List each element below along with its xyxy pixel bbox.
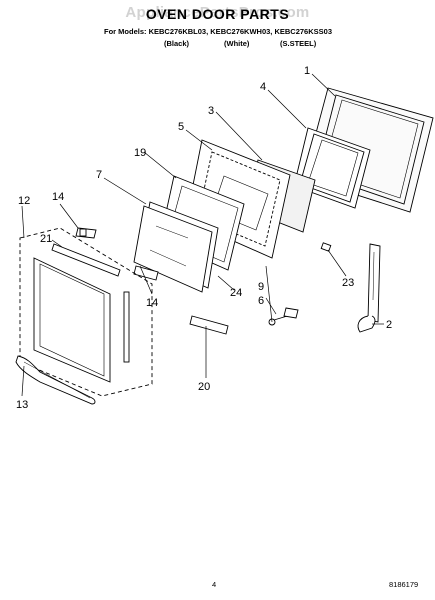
callout-1: 1 (304, 65, 310, 77)
models-line: For Models: KEBC276KBL03, KEBC276KWH03, … (104, 27, 332, 36)
screw-fastener (268, 307, 299, 326)
callout-12: 12 (18, 195, 30, 207)
page-title: OVEN DOOR PARTS (145, 6, 290, 22)
callout-14-lower: 14 (146, 297, 158, 309)
leader-lines (21, 73, 384, 397)
callout-20: 20 (198, 381, 210, 393)
door-assembly-outline (19, 227, 153, 397)
callout-13: 13 (16, 399, 28, 411)
callout-21: 21 (40, 233, 52, 245)
page-number: 4 (212, 580, 217, 589)
watermark: AppliancePartsPros.com (125, 4, 310, 21)
hinge-clip-lower (133, 265, 159, 281)
callout-3: 3 (208, 105, 214, 117)
callout-19: 19 (134, 147, 146, 159)
small-bracket (320, 242, 332, 252)
callout-7: 7 (96, 169, 102, 181)
callout-4: 4 (260, 81, 266, 93)
callout-6: 6 (258, 295, 264, 307)
callout-labels: 1 2 3 4 5 6 7 9 12 13 14 14 19 20 21 23 … (16, 65, 392, 411)
callout-2: 2 (386, 319, 392, 331)
callout-14-upper: 14 (52, 191, 64, 203)
door-handle (15, 355, 96, 405)
document-number: 8186179 (389, 580, 419, 589)
variant-black: (Black) (164, 39, 190, 48)
callout-24: 24 (230, 287, 242, 299)
callout-23: 23 (342, 277, 354, 289)
variant-white: (White) (224, 39, 250, 48)
hinge-clip-upper (75, 227, 97, 239)
side-trim (123, 291, 130, 363)
top-trim (51, 243, 121, 277)
callout-9: 9 (258, 281, 264, 293)
callout-5: 5 (178, 121, 184, 133)
variant-steel: (S.STEEL) (280, 39, 317, 48)
door-hinge (357, 243, 381, 333)
bottom-vent-trim (189, 315, 229, 335)
